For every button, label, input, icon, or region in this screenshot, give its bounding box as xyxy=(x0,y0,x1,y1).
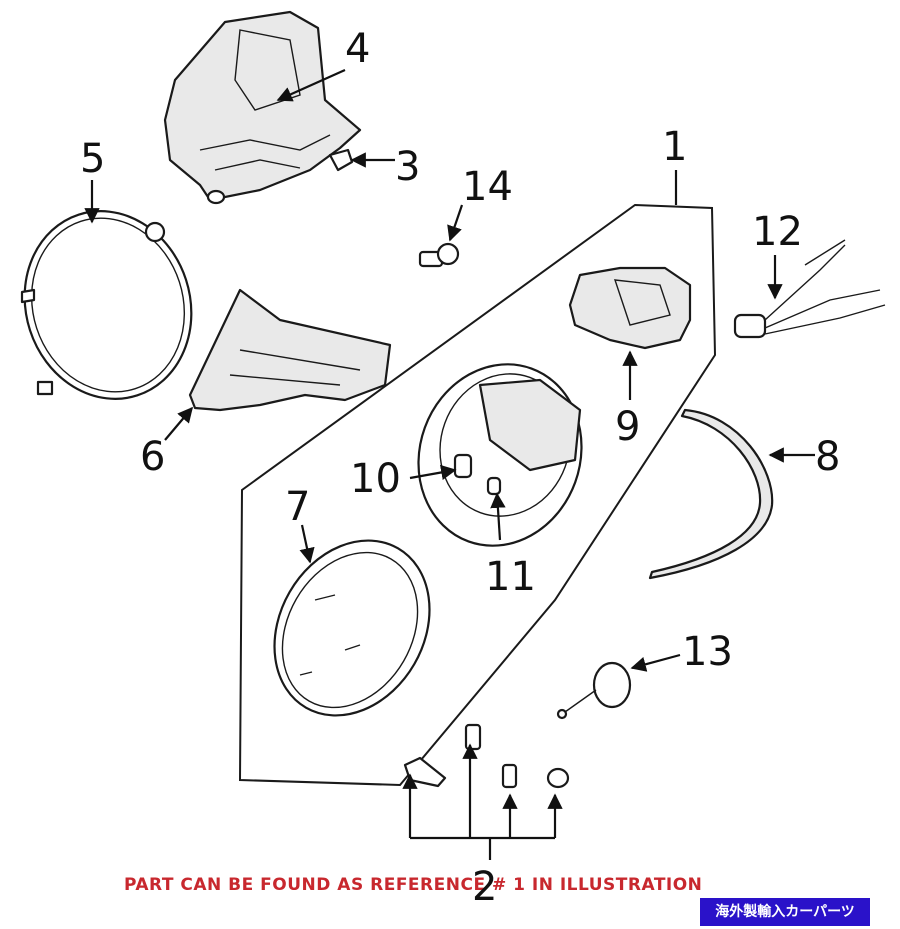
callout-8: 8 xyxy=(815,434,840,480)
leader-11 xyxy=(490,492,506,541)
leader-6 xyxy=(164,406,193,441)
callout-9: 9 xyxy=(615,404,640,450)
part-6-bracket xyxy=(188,288,392,412)
part-3-clip xyxy=(328,148,354,172)
leader-13 xyxy=(630,653,681,672)
callout-13: 13 xyxy=(682,629,733,675)
part-12-connector xyxy=(733,239,886,339)
part-4-housing xyxy=(163,10,362,205)
callout-4: 4 xyxy=(345,26,370,72)
callout-5: 5 xyxy=(80,136,105,182)
callout-1: 1 xyxy=(662,124,687,170)
reference-note: PART CAN BE FOUND AS REFERENCE # 1 IN IL… xyxy=(124,875,703,895)
part-7-lens xyxy=(273,539,431,717)
part-9-socket xyxy=(568,266,692,350)
callout-14: 14 xyxy=(462,164,513,210)
part-13-adjuster xyxy=(556,661,632,720)
part-14-screw xyxy=(418,242,460,268)
callout-3: 3 xyxy=(395,144,420,190)
callout-6: 6 xyxy=(140,434,165,480)
callout-2: 2 xyxy=(472,864,498,910)
leader-10 xyxy=(409,464,457,481)
callout-11: 11 xyxy=(485,554,536,600)
part-10-reflector xyxy=(417,363,583,547)
callout-10: 10 xyxy=(350,456,401,502)
assembly-outline xyxy=(238,203,717,787)
part-8-trim xyxy=(648,408,774,580)
callout-7: 7 xyxy=(285,484,310,530)
leader-4 xyxy=(276,68,346,102)
part-2-clips xyxy=(402,723,570,860)
callout-12: 12 xyxy=(752,209,803,255)
leader-14 xyxy=(447,204,464,242)
seller-watermark: 海外製輸入カーパーツ xyxy=(700,898,870,926)
leader-7 xyxy=(299,524,315,564)
part-5-ring xyxy=(20,210,193,400)
